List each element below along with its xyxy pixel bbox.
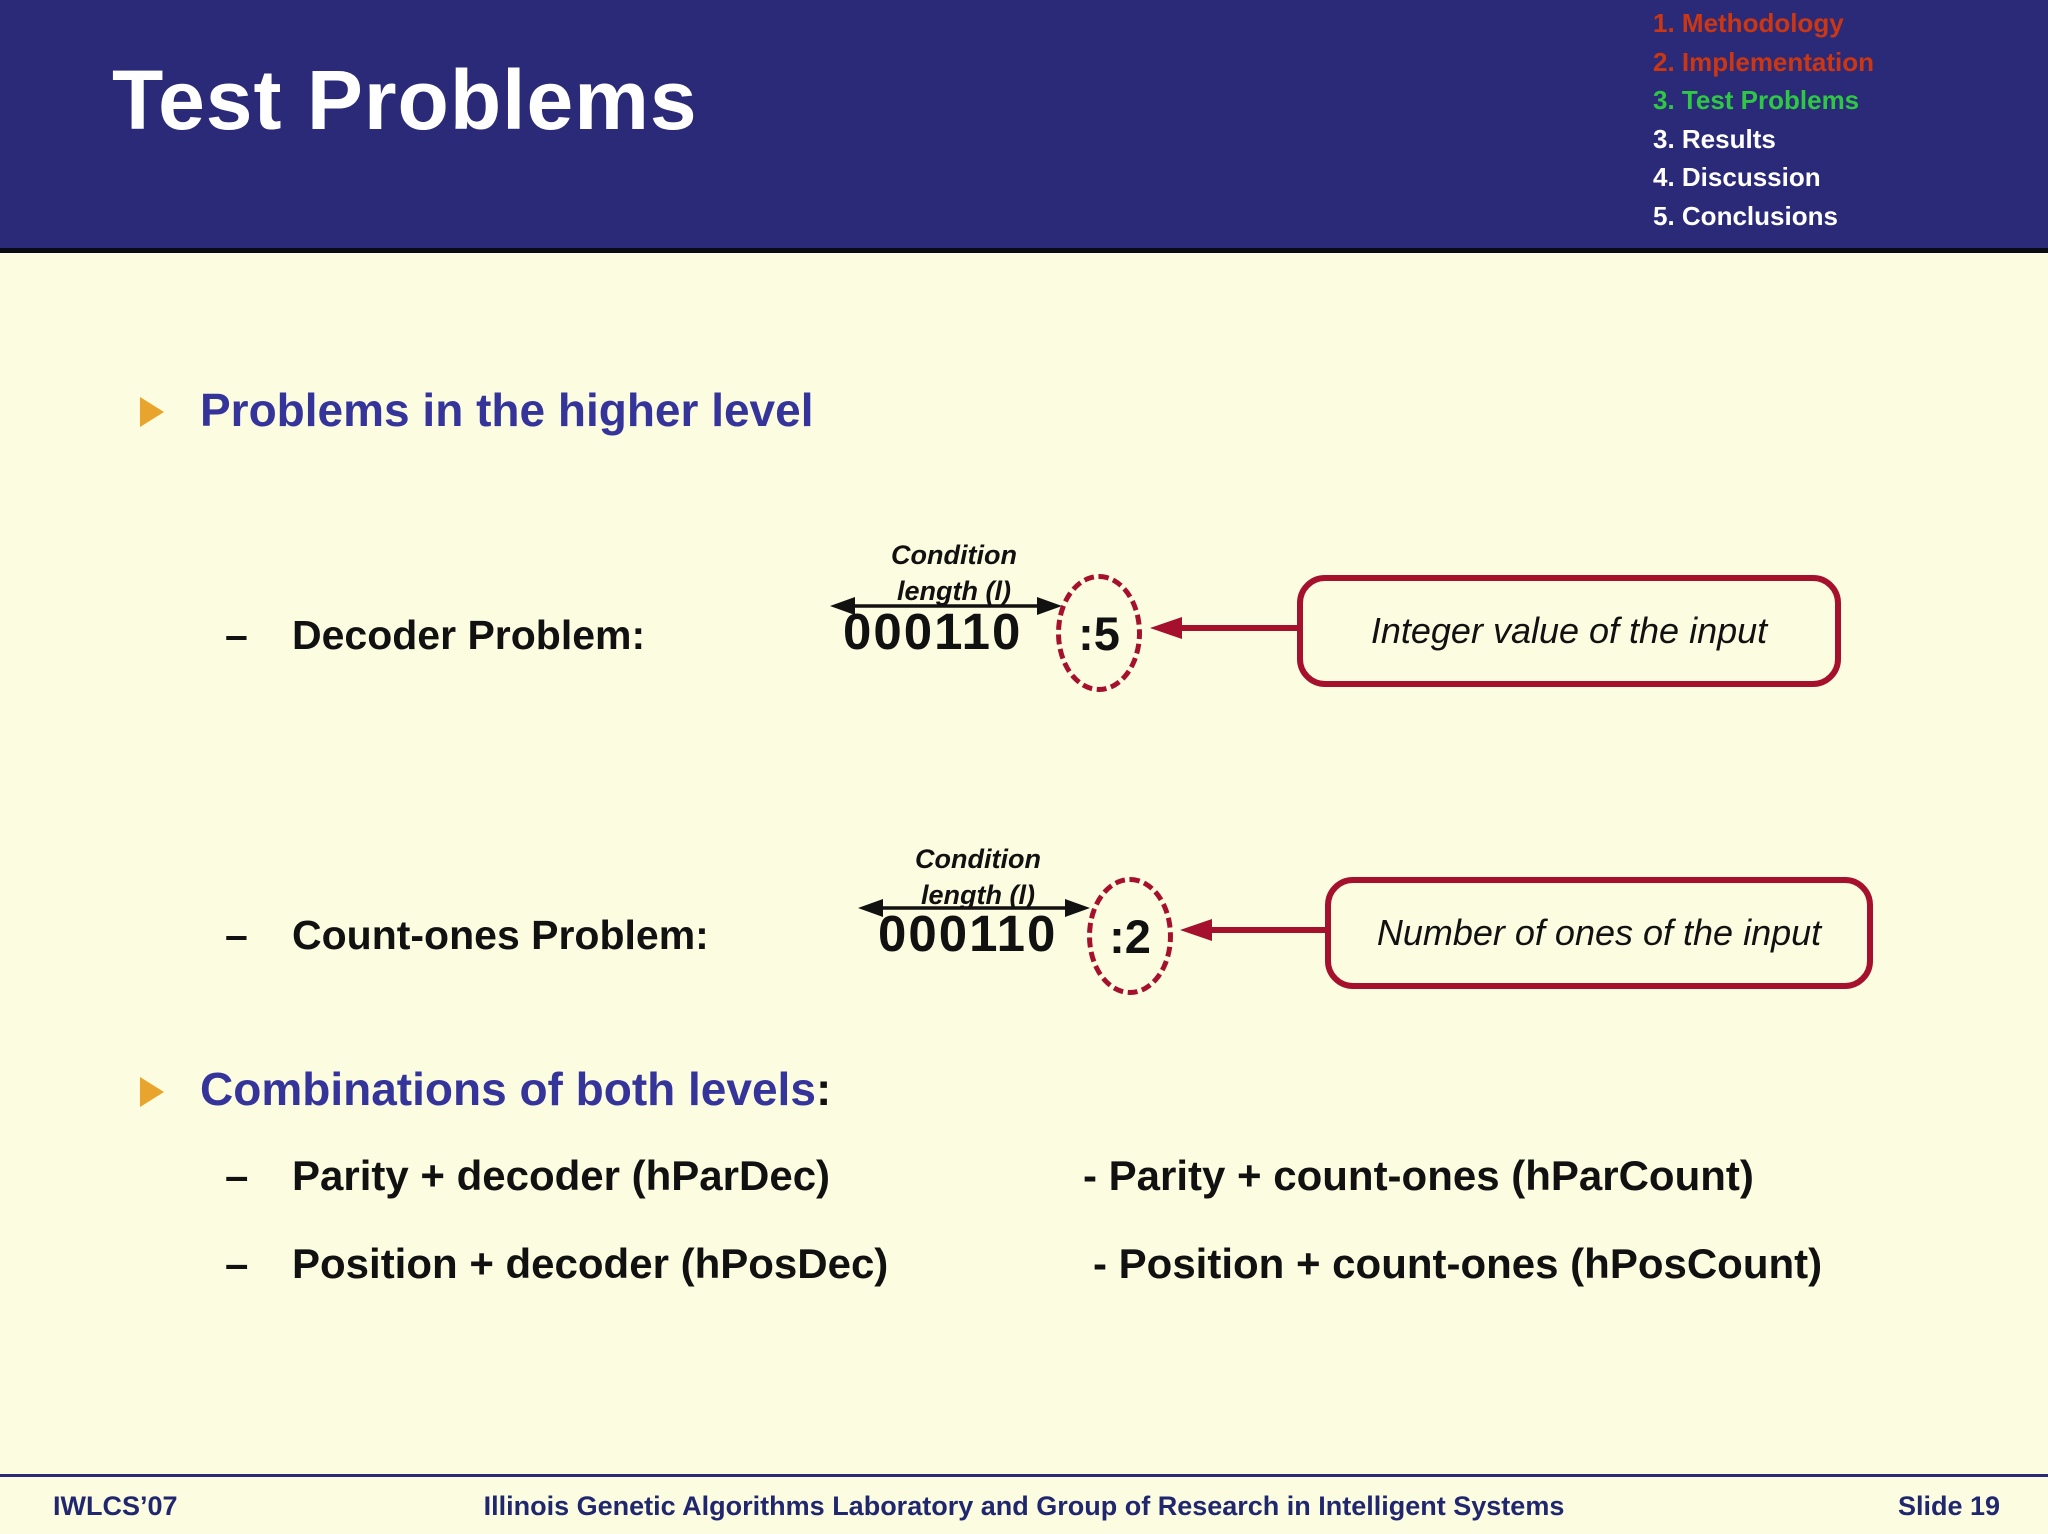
combo-row1-dash: – (225, 1152, 249, 1199)
countones-condition-label: Condition length (l) (862, 841, 1094, 913)
decoder-dash: – (225, 612, 248, 658)
heading-combinations-text: Combinations of both levels (200, 1063, 816, 1115)
combo-row2-dash: – (225, 1240, 249, 1287)
decoder-condition-line1: Condition (891, 540, 1017, 570)
decoder-callout-box: Integer value of the input (1297, 575, 1841, 687)
footer-divider (0, 1474, 2048, 1477)
decoder-condition-label: Condition length (l) (838, 537, 1070, 609)
combo-row1-left: Parity + decoder (hParDec) (292, 1152, 831, 1199)
decoder-label: Decoder Problem: (292, 612, 646, 658)
countones-dashed-ellipse: :2 (1087, 877, 1173, 995)
decoder-bits: 000110 (843, 603, 1023, 660)
agenda-item-implementation: 2. Implementation (1653, 46, 1875, 77)
decoder-callout-arrow-icon (1150, 617, 1298, 639)
heading-combinations: Combinations of both levels: (200, 1062, 831, 1116)
decoder-callout-text: Integer value of the input (1370, 610, 1768, 651)
bullet-arrow-icon (140, 397, 164, 427)
decoder-dashed-ellipse: :5 (1056, 574, 1142, 692)
countones-label: Count-ones Problem: (292, 912, 709, 958)
agenda-outline: 1. Methodology 2. Implementation 3. Test… (1653, 4, 1874, 235)
countones-value: :2 (1109, 909, 1151, 963)
agenda-item-methodology: 1. Methodology (1653, 8, 1844, 38)
countones-callout-box: Number of ones of the input (1325, 877, 1873, 989)
decoder-value: :5 (1078, 606, 1120, 660)
decoder-condition-line2: length (l) (897, 576, 1011, 606)
agenda-item-test-problems: 3. Test Problems (1653, 85, 1860, 115)
footer-credits: Illinois Genetic Algorithms Laboratory a… (483, 1491, 1565, 1521)
heading-combinations-colon: : (815, 1063, 832, 1115)
slide-header: Test Problems 1. Methodology 2. Implemen… (0, 0, 2048, 253)
bullet-arrow-icon (140, 1077, 164, 1107)
combo-row2-right: - Position + count-ones (hPosCount) (1093, 1240, 1823, 1287)
heading-higher-level: Problems in the higher level (200, 383, 814, 437)
countones-callout-arrow-icon (1180, 919, 1326, 941)
footer-slide-number: Slide 19 (1897, 1491, 2000, 1521)
heading-higher-level-text: Problems in the higher level (200, 384, 814, 436)
countones-condition-line1: Condition (915, 844, 1041, 874)
combo-row2-left: Position + decoder (hPosDec) (292, 1240, 889, 1287)
condition-length-double-arrow-icon (830, 597, 1062, 615)
combo-row1-right: - Parity + count-ones (hParCount) (1083, 1152, 1754, 1199)
countones-bits: 000110 (878, 905, 1058, 962)
agenda-item-conclusions: 5. Conclusions (1653, 200, 1838, 231)
agenda-item-discussion: 4. Discussion (1653, 162, 1821, 192)
countones-callout-text: Number of ones of the input (1376, 912, 1822, 953)
countones-dash: – (225, 912, 248, 958)
agenda-item-results: 3. Results (1653, 123, 1776, 154)
condition-length-double-arrow-icon (858, 899, 1090, 917)
countones-condition-line2: length (l) (921, 880, 1035, 910)
slide-title: Test Problems (112, 53, 698, 147)
footer-conference: IWLCS’07 (53, 1491, 178, 1521)
